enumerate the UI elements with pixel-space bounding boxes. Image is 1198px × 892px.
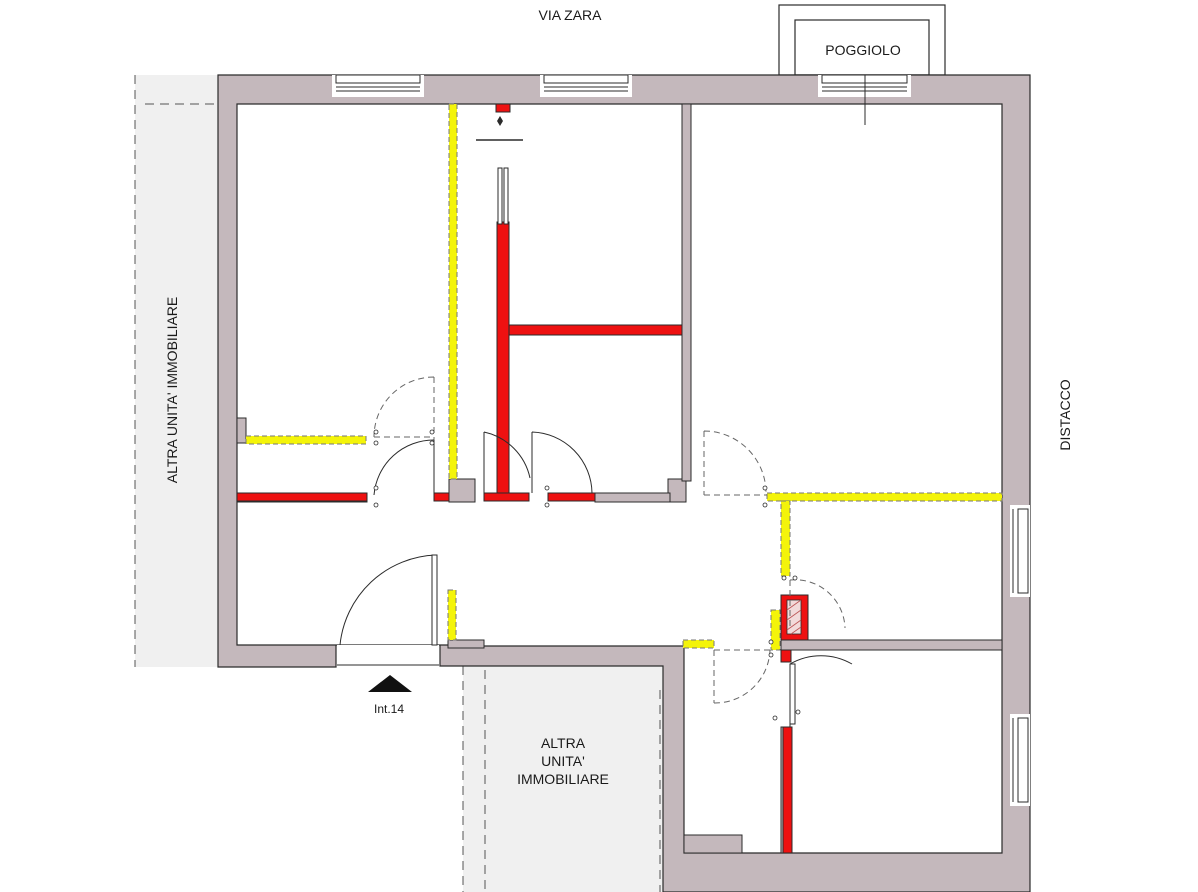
entrance-arrow-icon — [368, 675, 412, 692]
window-top-1 — [332, 75, 424, 97]
door-swings-new — [339, 431, 853, 727]
shaft-hatch-lines — [786, 599, 802, 635]
fixture-diamond — [497, 116, 503, 126]
neighbor-bottom-label-2: UNITA' — [541, 753, 585, 769]
neighbor-unit-left — [135, 75, 218, 667]
balcony-label: POGGIOLO — [825, 42, 901, 58]
window-right-2 — [1010, 714, 1030, 806]
entrance-opening — [337, 645, 439, 667]
demolished-walls — [245, 103, 1003, 651]
new-wall-details — [497, 167, 509, 225]
wall-stub-left — [236, 417, 247, 444]
window-top-2 — [540, 75, 632, 97]
entrance-label: Int.14 — [374, 702, 404, 716]
bottom-stub — [683, 834, 743, 854]
neighbor-left-label: ALTRA UNITA' IMMOBILIARE — [164, 297, 180, 484]
balcony-outer — [778, 4, 946, 76]
door-swings-existing — [373, 376, 846, 704]
neighbor-bottom-label-3: IMMOBILIARE — [517, 771, 609, 787]
street-label: VIA ZARA — [538, 7, 602, 23]
pillar-right — [667, 478, 687, 503]
window-right-1 — [1010, 505, 1030, 597]
new-walls — [236, 103, 809, 854]
neighbor-bottom-label-1: ALTRA — [541, 735, 586, 751]
window-frames-right — [1012, 508, 1029, 803]
window-frames-top — [335, 74, 908, 125]
door-hinges — [373, 429, 801, 721]
neighbor-unit-bottom — [463, 666, 663, 892]
pillar-center — [448, 478, 476, 503]
detachment-label: DISTACCO — [1057, 379, 1073, 450]
